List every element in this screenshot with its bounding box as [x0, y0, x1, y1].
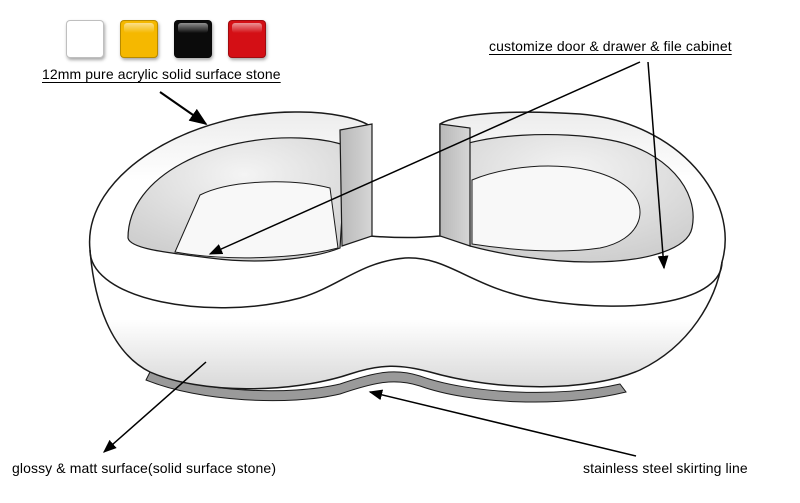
swatch-black	[174, 20, 212, 58]
label-cabinet: customize door & drawer & file cabinet	[489, 38, 732, 54]
swatch-red	[228, 20, 266, 58]
skirting-line	[145, 371, 627, 403]
right-cavity-floor	[471, 165, 641, 252]
swatch-white	[66, 20, 104, 58]
arrow-skirting	[368, 389, 637, 457]
arrow-material	[159, 91, 208, 126]
label-skirting: stainless steel skirting line	[583, 460, 748, 476]
left-cavity-floor	[174, 181, 339, 259]
desk-top-rim	[89, 249, 723, 309]
arrow-cabinet-left	[208, 61, 641, 255]
right-cut-end	[439, 123, 471, 247]
label-material: 12mm pure acrylic solid surface stone	[42, 66, 281, 82]
left-cut-end	[339, 123, 373, 247]
arrow-cabinet-right	[647, 61, 669, 270]
arrow-surface	[102, 361, 207, 453]
swatch-yellow	[120, 20, 158, 58]
label-surface: glossy & matt surface(solid surface ston…	[12, 460, 277, 476]
